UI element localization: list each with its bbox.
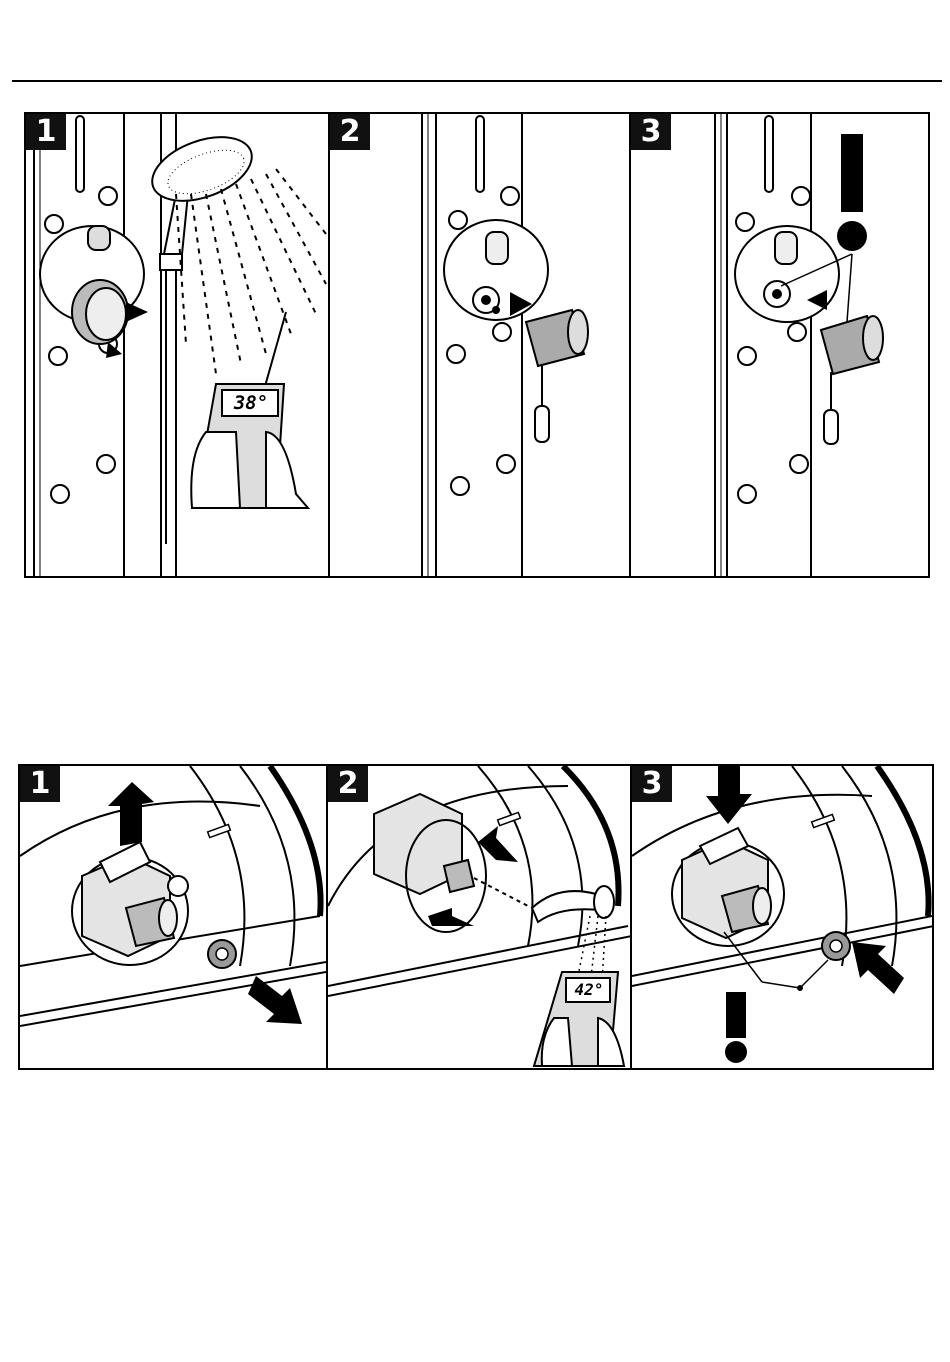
bottom-step-3-panel: 3 [630, 766, 932, 1068]
bottom-step-1-panel: 1 [20, 766, 326, 1068]
top-step-2-badge: 2 [330, 114, 370, 150]
top-instruction-row: 1 [24, 112, 930, 578]
bottom-step-3-illustration [632, 766, 932, 1068]
warning-exclamation-icon [841, 134, 863, 212]
bottom-step-1-illustration [20, 766, 326, 1068]
warning-exclamation-icon [726, 992, 746, 1038]
bottom-step-2-badge: 2 [328, 766, 368, 802]
top-step-1-panel: 1 [26, 114, 328, 576]
bottom-step-2-panel: 2 [326, 766, 630, 1068]
bottom-instruction-row: 1 2 [18, 764, 934, 1070]
top-step-3-badge: 3 [631, 114, 671, 150]
thermometer-display: 42° [568, 978, 610, 1002]
thermometer-display: 38° [226, 390, 276, 416]
header-rule [12, 80, 942, 82]
bottom-step-1-badge: 1 [20, 766, 60, 802]
top-step-1-badge: 1 [26, 114, 66, 150]
top-step-2-panel: 2 [328, 114, 629, 576]
bottom-step-3-badge: 3 [632, 766, 672, 802]
top-step-3-panel: 3 [629, 114, 928, 576]
top-step-2-illustration [330, 114, 629, 576]
bottom-step-2-illustration [328, 766, 630, 1068]
top-step-1-illustration [26, 114, 328, 576]
top-step-3-illustration [631, 114, 928, 576]
